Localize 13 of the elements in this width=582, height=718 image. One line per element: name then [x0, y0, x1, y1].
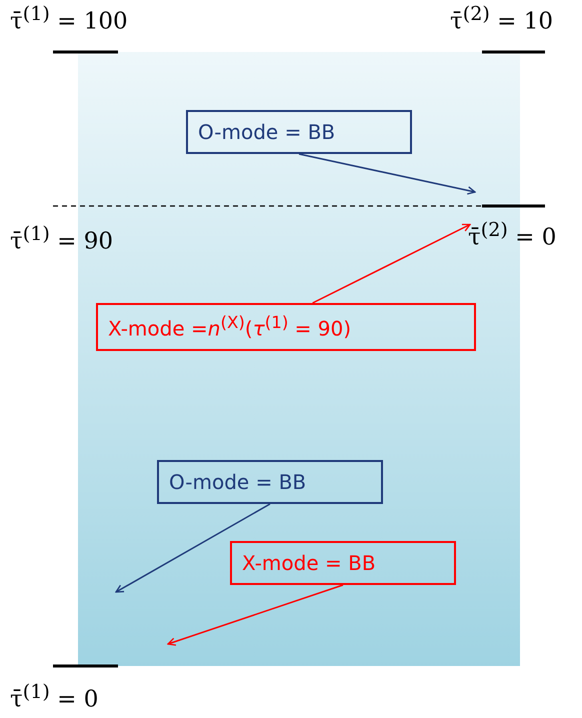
- arrow: [115, 503, 270, 593]
- annotation-box: O-mode = BB: [186, 110, 412, 154]
- arrow: [167, 584, 344, 646]
- level-label: τ̄$^{(1)}$ = 100: [10, 2, 128, 35]
- annotation-box: X-mode =n$^{(X)}$(τ$^{(1)}$ = 90): [96, 303, 476, 351]
- arrow: [298, 153, 476, 195]
- level-label: τ̄$^{(2)}$ = 0: [468, 218, 556, 251]
- level-label: τ̄$^{(2)}$ = 10: [450, 2, 554, 35]
- arrow: [312, 224, 471, 304]
- level-label: τ̄$^{(1)}$ = 0: [10, 680, 98, 713]
- level-label: τ̄$^{(1)}$ = 90: [10, 222, 114, 255]
- annotation-box: X-mode = BB: [230, 541, 456, 585]
- annotation-box: O-mode = BB: [157, 460, 383, 504]
